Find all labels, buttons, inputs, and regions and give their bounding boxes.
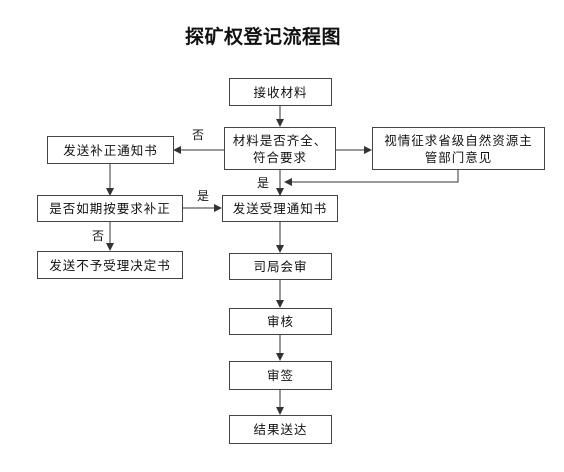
label-no-ontime: 否 — [92, 229, 105, 243]
label-yes-ontime: 是 — [197, 189, 210, 203]
node-review: 审核 — [229, 308, 332, 335]
label-no-check: 否 — [192, 128, 205, 142]
node-send-supplement-notice: 发送补正通知书 — [47, 136, 174, 164]
node-sign: 审签 — [229, 361, 332, 390]
node-send-reject-decision: 发送不予受理决定书 — [37, 251, 183, 279]
node-supplement-ontime: 是否如期按要求补正 — [37, 195, 183, 222]
node-receive-materials: 接收材料 — [229, 78, 332, 106]
node-consult-provincial: 视情征求省级自然资源主管部门意见 — [372, 127, 545, 170]
node-check-materials: 材料是否齐全、符合要求 — [224, 127, 336, 170]
node-send-accept-notice: 发送受理通知书 — [222, 195, 338, 222]
node-deliver-result: 结果送达 — [229, 415, 332, 444]
arrow-consult-to-main — [284, 170, 459, 186]
diagram-title: 探矿权登记流程图 — [185, 26, 342, 48]
node-bureau-review: 司局会审 — [229, 253, 332, 280]
label-yes-check: 是 — [257, 176, 270, 190]
